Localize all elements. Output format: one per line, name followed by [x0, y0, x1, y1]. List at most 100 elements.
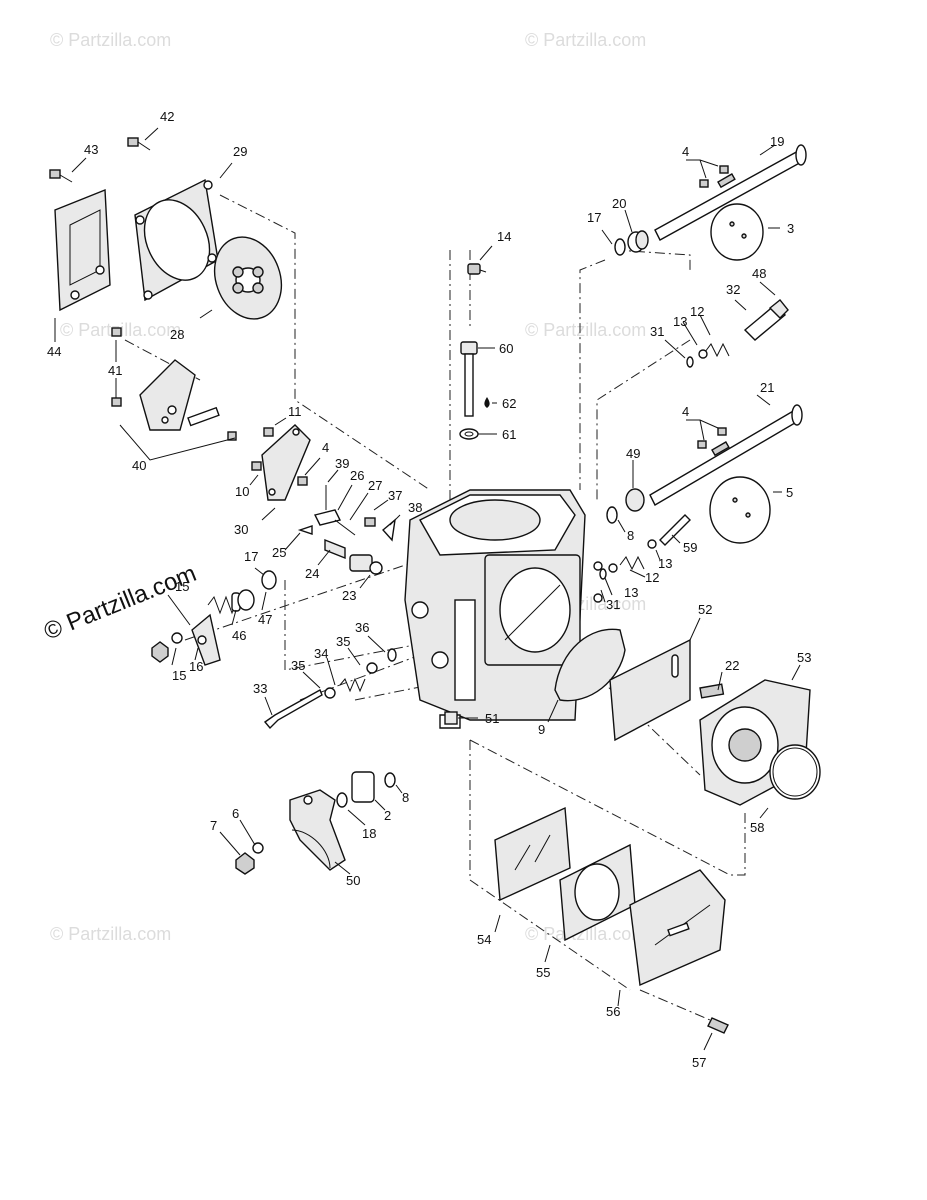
idle-screw-33 [263, 648, 397, 730]
callout-label: 16 [189, 659, 203, 674]
screw-14 [467, 263, 487, 275]
callout-label: 24 [305, 566, 319, 581]
callout-label: 7 [210, 818, 217, 833]
callout-label: 4 [322, 440, 329, 455]
callout-label: 61 [502, 427, 516, 442]
screws-4-mid [697, 427, 727, 449]
callout-label: 4 [682, 404, 689, 419]
callout-label: 58 [750, 820, 764, 835]
cover-plate-29 [134, 178, 219, 302]
callout-label: 20 [612, 196, 626, 211]
screw-42 [127, 137, 151, 151]
bolt-60 [460, 341, 478, 417]
callout-label: 52 [698, 602, 712, 617]
screw-43 [49, 169, 73, 183]
screws-11-10-4 [251, 427, 308, 486]
watermark-text: © Partzilla.com [525, 320, 646, 340]
callout-label: 35 [336, 634, 350, 649]
spring-12-13 [599, 555, 645, 580]
washer-61 [459, 428, 479, 440]
watermark-text: © Partzilla.com [50, 30, 171, 50]
callout-label: 62 [502, 396, 516, 411]
callout-label: 2 [384, 808, 391, 823]
butterfly-3 [710, 203, 764, 261]
callout-label: 15 [172, 668, 186, 683]
callout-label: 56 [606, 1004, 620, 1019]
callout-label: 19 [770, 134, 784, 149]
drop-62-icon [484, 397, 490, 408]
callout-label: 8 [627, 528, 634, 543]
callout-label: 4 [682, 144, 689, 159]
callout-label: 31 [606, 597, 620, 612]
callout-label: 37 [388, 488, 402, 503]
callout-label: 14 [497, 229, 511, 244]
callout-label: 17 [587, 210, 601, 225]
callout-label: 35 [291, 658, 305, 673]
carburetor-body [404, 489, 603, 729]
screw-57 [707, 1017, 729, 1034]
watermark-text: © Partzilla.com [525, 30, 646, 50]
callout-label: 17 [244, 549, 258, 564]
callout-label: 40 [132, 458, 146, 473]
bushing-20 [614, 230, 649, 256]
gasket-9 [554, 628, 626, 702]
needle-59 [647, 514, 691, 549]
gasket-55 [559, 843, 636, 942]
shaft-21 [649, 404, 803, 506]
screws-4-top [699, 165, 729, 188]
callout-label: 12 [690, 304, 704, 319]
callout-label: 54 [477, 932, 491, 947]
callout-label: 8 [402, 790, 409, 805]
callout-label: 27 [368, 478, 382, 493]
block-40 [139, 359, 237, 441]
o-ring-58 [769, 744, 821, 800]
callout-label: 13 [673, 314, 687, 329]
callout-label: 42 [160, 109, 174, 124]
callout-label: 10 [235, 484, 249, 499]
cover-bracket [54, 188, 111, 312]
callout-label: 30 [234, 522, 248, 537]
callout-labels: 42 43 29 44 28 41 40 11 4 10 30 39 26 27… [47, 109, 811, 1070]
callout-label: 53 [797, 650, 811, 665]
callout-label: 49 [626, 446, 640, 461]
callout-label: 41 [108, 363, 122, 378]
callout-label: 21 [760, 380, 774, 395]
callout-label: 6 [232, 806, 239, 821]
callout-label: 29 [233, 144, 247, 159]
callout-label: 33 [253, 681, 267, 696]
watermark-text: © Partzilla.com [50, 924, 171, 944]
callout-label: 9 [538, 722, 545, 737]
callout-label: 5 [786, 485, 793, 500]
callout-label: 39 [335, 456, 349, 471]
screw-32-48 [686, 299, 789, 368]
callout-label: 59 [683, 540, 697, 555]
butterfly-5 [709, 476, 771, 544]
callout-label: 31 [650, 324, 664, 339]
callout-label: 26 [350, 468, 364, 483]
callout-label: 12 [645, 570, 659, 585]
callout-label: 23 [342, 588, 356, 603]
bushing-49 [606, 488, 645, 524]
callout-label: 55 [536, 965, 550, 980]
callout-label: 15 [175, 579, 189, 594]
needle-valve-parts [297, 485, 396, 575]
callout-label: 13 [624, 585, 638, 600]
callout-label: 18 [362, 826, 376, 841]
callout-label: 36 [355, 620, 369, 635]
gasket-54 [494, 806, 571, 902]
nut-51 [444, 711, 458, 725]
callout-label: 22 [725, 658, 739, 673]
callout-label: 50 [346, 873, 360, 888]
callout-label: 38 [408, 500, 422, 515]
callout-label: 25 [272, 545, 286, 560]
callout-label: 51 [485, 711, 499, 726]
choke-lever-16 [151, 613, 221, 666]
diaphragm-28 [213, 236, 283, 320]
spring-46 [207, 570, 277, 615]
callout-label: 43 [84, 142, 98, 157]
plate-52 [609, 638, 691, 742]
callout-label: 46 [232, 628, 246, 643]
callout-label: 48 [752, 266, 766, 281]
callout-label: 34 [314, 646, 328, 661]
